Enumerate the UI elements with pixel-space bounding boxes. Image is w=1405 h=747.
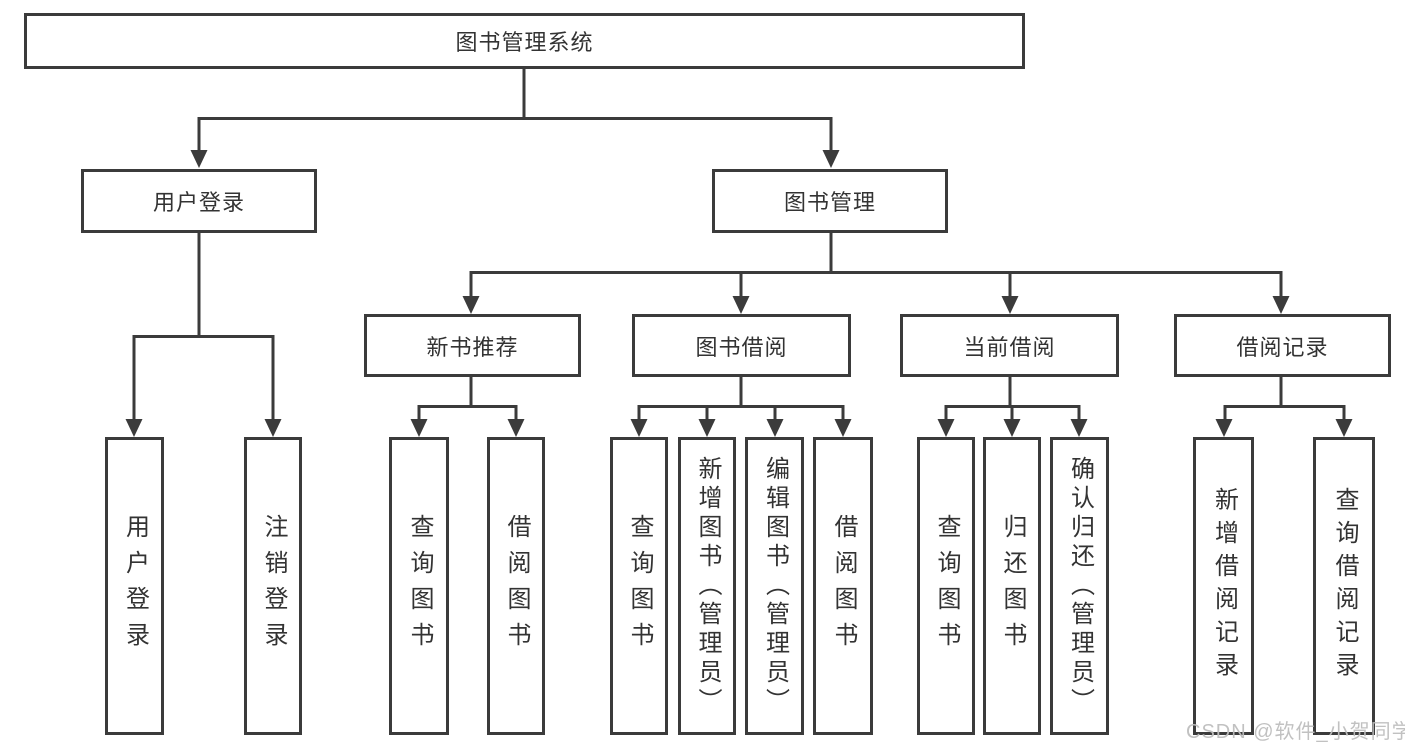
node-current-borrowing: 当前借阅 (900, 314, 1119, 377)
leaf-user-login: 用户登录 (105, 437, 164, 735)
node-book-borrowing: 图书借阅 (632, 314, 851, 377)
leaf-label: 归还图书 (999, 514, 1026, 658)
leaf-edit-books-admin: 编辑图书（管理员） (745, 437, 804, 735)
leaf-label: 用户登录 (121, 514, 149, 658)
edge-current-borrowing-split (944, 377, 1081, 422)
leaf-logout: 注销登录 (244, 437, 302, 735)
edge-root-split (197, 69, 833, 154)
leaf-label: 查询借阅记录 (1331, 487, 1358, 685)
arrow-down-icon (1070, 419, 1088, 437)
arrow-down-icon (125, 419, 143, 437)
leaf-query-books-recommend: 查询图书 (389, 437, 449, 735)
arrow-down-icon (1001, 296, 1019, 314)
arrow-down-icon (1272, 296, 1290, 314)
arrow-down-icon (698, 419, 716, 437)
leaf-label: 查询图书 (626, 514, 653, 658)
arrow-down-icon (190, 150, 208, 168)
node-root: 图书管理系统 (24, 13, 1025, 69)
arrow-down-icon (1215, 419, 1233, 437)
leaf-query-borrow-record: 查询借阅记录 (1313, 437, 1375, 735)
arrow-down-icon (507, 419, 525, 437)
leaf-return-books: 归还图书 (983, 437, 1041, 735)
arrow-down-icon (264, 419, 282, 437)
node-book-management: 图书管理 (712, 169, 948, 233)
node-label: 借阅记录 (1236, 334, 1329, 360)
node-label: 新书推荐 (426, 334, 519, 360)
arrow-down-icon (1003, 419, 1021, 437)
arrow-down-icon (1335, 419, 1353, 437)
leaf-label: 注销登录 (260, 514, 287, 658)
arrow-down-icon (834, 419, 852, 437)
arrow-down-icon (732, 296, 750, 314)
edge-book-borrowing-split (637, 377, 845, 422)
leaf-label: 确认归还（管理员） (1066, 455, 1094, 717)
node-label: 当前借阅 (963, 334, 1056, 360)
leaf-label: 借阅图书 (830, 514, 857, 658)
leaf-label: 编辑图书（管理员） (761, 455, 789, 717)
leaf-label: 新增图书（管理员） (694, 455, 721, 717)
edge-book-management-split (469, 233, 1283, 299)
node-root-label: 图书管理系统 (455, 30, 594, 55)
leaf-add-borrow-record: 新增借阅记录 (1193, 437, 1254, 735)
leaf-query-books-current: 查询图书 (917, 437, 975, 735)
node-user-login: 用户登录 (81, 169, 317, 233)
node-label: 图书管理 (783, 190, 876, 215)
node-new-book-recommendation: 新书推荐 (364, 314, 581, 377)
arrow-down-icon (462, 296, 480, 314)
arrow-down-icon (630, 419, 648, 437)
edge-new-book-recommendation-split (417, 377, 518, 422)
csdn-watermark: CSDN @软件_小贺同学 (1186, 721, 1405, 743)
leaf-add-books-admin: 新增图书（管理员） (678, 437, 736, 735)
arrow-down-icon (766, 419, 784, 437)
leaf-query-books-borrowing: 查询图书 (610, 437, 668, 735)
arrow-down-icon (822, 150, 840, 168)
leaf-confirm-return-admin: 确认归还（管理员） (1050, 437, 1109, 735)
leaf-label: 借阅图书 (503, 514, 530, 658)
leaf-label: 新增借阅记录 (1210, 487, 1238, 685)
arrow-down-icon (410, 419, 428, 437)
node-label: 图书借阅 (695, 334, 788, 360)
leaf-label: 查询图书 (933, 514, 960, 658)
leaf-label: 查询图书 (406, 514, 433, 658)
leaf-borrow-books-recommend: 借阅图书 (487, 437, 545, 735)
leaf-borrow-books-borrowing: 借阅图书 (813, 437, 873, 735)
node-borrowing-records: 借阅记录 (1174, 314, 1391, 377)
arrow-down-icon (937, 419, 955, 437)
edge-user-login-split (132, 233, 275, 422)
edge-borrowing-records-split (1223, 377, 1346, 422)
node-label: 用户登录 (152, 190, 245, 215)
